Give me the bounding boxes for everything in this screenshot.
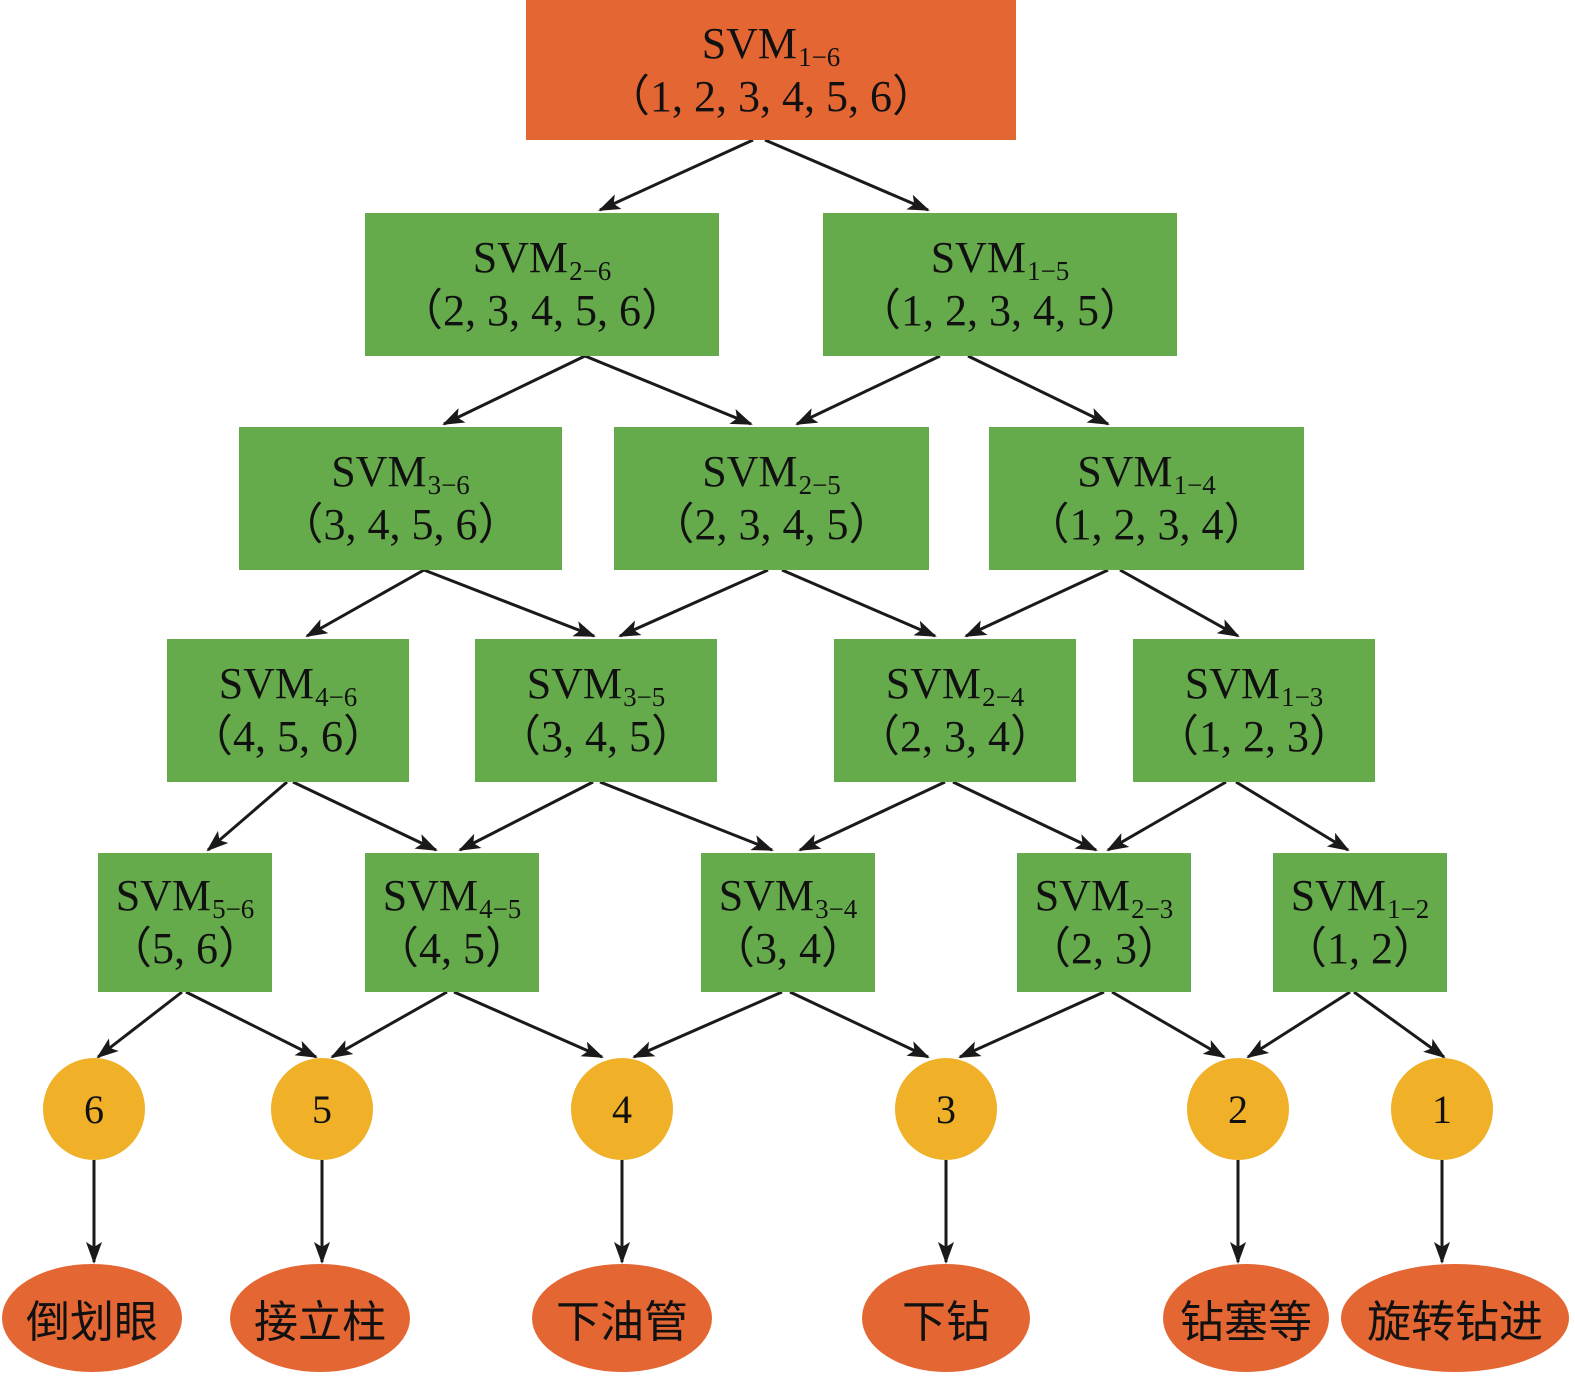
edge-svm46-to-svm56 (206, 780, 288, 852)
svm-node-class-set: （3, 4） (711, 924, 865, 974)
edge-svm16-to-svm15 (764, 138, 930, 212)
svm-node-title: SVM1−6 (701, 18, 841, 72)
edge-svm35-to-svm34 (599, 780, 774, 852)
operation-connect-stand: 接立柱 (230, 1264, 410, 1372)
svm-node-class-set: （1, 2, 3, 4） (1025, 500, 1268, 550)
edge-svm35-to-svm45 (458, 780, 594, 852)
class-circle-3: 3 (895, 1058, 997, 1160)
edge-svm24-to-svm34 (798, 780, 946, 852)
svm-node-1-3: SVM1−3 （1, 2, 3） (1133, 639, 1375, 782)
class-circle-5: 5 (271, 1058, 373, 1160)
svm-node-class-set: （5, 6） (108, 924, 262, 974)
svm-node-1-4: SVM1−4 （1, 2, 3, 4） (989, 427, 1304, 570)
operation-drill-plug: 钻塞等 (1163, 1264, 1329, 1372)
svm-node-class-set: （4, 5） (375, 924, 529, 974)
svm-node-title: SVM2−4 (885, 659, 1025, 713)
svm-node-title: SVM4−6 (218, 659, 358, 713)
svm-node-title: SVM1−5 (930, 233, 1070, 287)
class-circle-6: 6 (43, 1058, 145, 1160)
edge-svm34-to-class3 (789, 990, 930, 1059)
svm-node-class-set: （2, 3, 4） (856, 712, 1054, 762)
svm-node-class-set: （2, 3） (1027, 924, 1181, 974)
operation-run-in: 下钻 (862, 1264, 1030, 1372)
svm-node-class-set: （3, 4, 5） (497, 712, 695, 762)
svm-node-4-5: SVM4−5 （4, 5） (365, 853, 539, 992)
svm-node-title: SVM1−4 (1077, 447, 1216, 501)
svm-node-1-2: SVM1−2 （1, 2） (1273, 853, 1447, 992)
edge-svm12-to-class2 (1246, 990, 1351, 1059)
svm-node-class-set: （1, 2, 3, 4, 5, 6） (606, 71, 936, 121)
svm-node-2-6: SVM2−6 （2, 3, 4, 5, 6） (365, 213, 719, 356)
svm-node-3-6: SVM3−6 （3, 4, 5, 6） (239, 427, 562, 570)
edge-svm56-to-class5 (185, 990, 318, 1059)
edge-svm45-to-class4 (453, 990, 604, 1059)
class-circle-2: 2 (1187, 1058, 1289, 1160)
svm-node-2-3: SVM2−3 （2, 3） (1017, 853, 1191, 992)
svm-node-class-set: （1, 2, 3） (1155, 712, 1353, 762)
edge-svm13-to-svm12 (1235, 780, 1350, 852)
edge-svm23-to-class2 (1111, 990, 1226, 1059)
edge-svm24-to-svm23 (952, 780, 1098, 852)
svm-node-title: SVM3−6 (331, 447, 470, 501)
svm-node-class-set: （2, 3, 4, 5, 6） (399, 286, 685, 336)
edge-svm23-to-class3 (958, 990, 1105, 1059)
edge-svm14-to-svm13 (1119, 568, 1240, 638)
edge-svm46-to-svm45 (292, 780, 438, 852)
edge-svm15-to-svm14 (967, 354, 1110, 426)
svm-node-1-6: SVM1−6 （1, 2, 3, 4, 5, 6） (526, 0, 1016, 140)
svm-node-class-set: （2, 3, 4, 5） (650, 500, 893, 550)
operation-reaming: 倒划眼 (2, 1264, 182, 1372)
edge-svm15-to-svm25 (795, 354, 941, 426)
svm-node-1-5: SVM1−5 （1, 2, 3, 4, 5） (823, 213, 1177, 356)
operation-rotary-drilling: 旋转钻进 (1341, 1264, 1569, 1372)
edge-svm12-to-class1 (1353, 990, 1446, 1059)
svm-node-2-5: SVM2−5 （2, 3, 4, 5） (614, 427, 929, 570)
svm-node-title: SVM5−6 (115, 871, 255, 925)
svm-node-title: SVM2−5 (702, 447, 841, 501)
edge-svm16-to-svm26 (598, 138, 754, 212)
svm-node-3-4: SVM3−4 （3, 4） (701, 853, 875, 992)
svm-node-title: SVM4−5 (382, 871, 522, 925)
edge-svm45-to-class5 (330, 990, 448, 1059)
svm-node-class-set: （1, 2） (1283, 924, 1437, 974)
edge-svm25-to-svm24 (781, 568, 937, 638)
edge-svm36-to-svm35 (423, 568, 596, 638)
edge-svm26-to-svm36 (442, 354, 586, 426)
svm-node-5-6: SVM5−6 （5, 6） (98, 853, 272, 992)
edge-svm13-to-svm23 (1106, 780, 1227, 852)
svm-node-2-4: SVM2−4 （2, 3, 4） (834, 639, 1076, 782)
svm-node-title: SVM2−6 (472, 233, 612, 287)
edge-svm25-to-svm35 (618, 568, 769, 638)
svm-node-class-set: （1, 2, 3, 4, 5） (857, 286, 1143, 336)
operation-run-tubing: 下油管 (532, 1264, 712, 1372)
edge-svm56-to-class6 (96, 990, 183, 1059)
edge-svm34-to-class4 (632, 990, 783, 1059)
svm-node-title: SVM3−5 (526, 659, 666, 713)
edge-svm26-to-svm25 (584, 354, 753, 426)
svm-node-class-set: （3, 4, 5, 6） (279, 500, 522, 550)
svm-node-class-set: （4, 5, 6） (189, 712, 387, 762)
svm-node-title: SVM1−2 (1290, 871, 1430, 925)
svm-node-title: SVM1−3 (1184, 659, 1324, 713)
edge-svm14-to-svm24 (964, 568, 1109, 638)
svm-node-4-6: SVM4−6 （4, 5, 6） (167, 639, 409, 782)
svm-node-title: SVM3−4 (718, 871, 858, 925)
svm-node-title: SVM2−3 (1034, 871, 1174, 925)
class-circle-1: 1 (1391, 1058, 1493, 1160)
class-circle-4: 4 (571, 1058, 673, 1160)
edge-svm36-to-svm46 (305, 568, 425, 638)
svm-node-3-5: SVM3−5 （3, 4, 5） (475, 639, 717, 782)
